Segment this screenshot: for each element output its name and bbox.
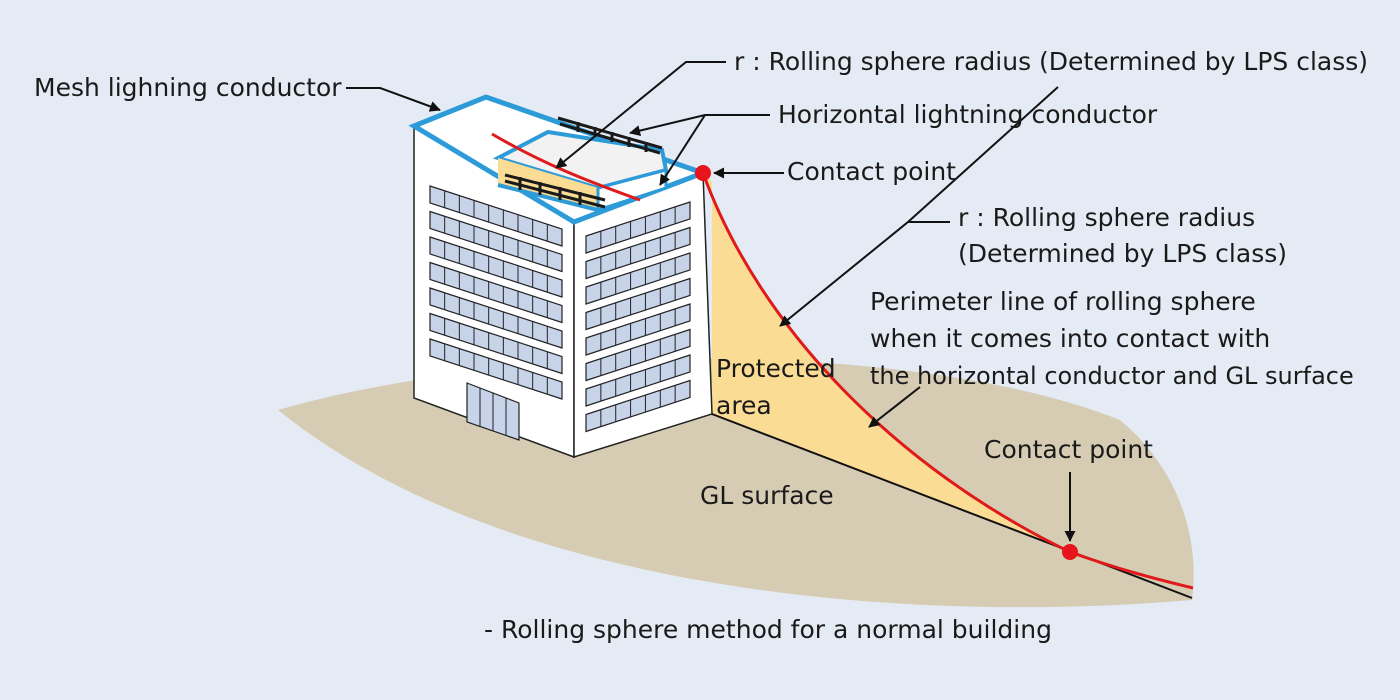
windows-right-face (585, 201, 691, 433)
protected-area-label-2: area (716, 391, 772, 420)
protected-area-label-1: Protected (716, 354, 836, 383)
mesh-conductor-label: Mesh lighning conductor (34, 73, 342, 102)
contact-point-dot-top (695, 165, 711, 181)
rooftop-penthouse (492, 129, 669, 213)
sphere-perimeter-roof (491, 132, 641, 202)
contact-point-dot-ground (1062, 544, 1078, 560)
radius-mid-label-2: (Determined by LPS class) (958, 239, 1287, 268)
perimeter-label-1: Perimeter line of rolling sphere (870, 287, 1256, 316)
radius-top-arrow (555, 61, 726, 169)
radius-mid-label-1: r : Rolling sphere radius (958, 203, 1256, 232)
entrance-door (466, 382, 520, 441)
perimeter-label-2: when it comes into contact with (870, 324, 1271, 353)
perimeter-arrow (868, 386, 921, 428)
windows-left-face (429, 185, 563, 400)
contact-point-top-label: Contact point (787, 157, 956, 186)
perimeter-label-3: the horizontal conductor and GL surface (870, 362, 1354, 390)
protected-area (703, 173, 1192, 598)
gl-surface-label: GL surface (700, 481, 834, 510)
mesh-conductor-arrow (346, 87, 441, 112)
radius-mid-arrow (779, 221, 950, 327)
horizontal-conductor-arrow-2 (659, 114, 706, 186)
contact-point-ground-label: Contact point (984, 435, 1153, 464)
horizontal-conductor-rails (504, 116, 663, 209)
diagram-caption: - Rolling sphere method for a normal bui… (484, 615, 1052, 644)
horizontal-conductor-label: Horizontal lightning conductor (778, 100, 1158, 129)
radius-top-label: r : Rolling sphere radius (Determined by… (734, 47, 1369, 76)
sphere-perimeter-curve (701, 172, 1194, 590)
radius-diagonal-line (907, 86, 1059, 223)
